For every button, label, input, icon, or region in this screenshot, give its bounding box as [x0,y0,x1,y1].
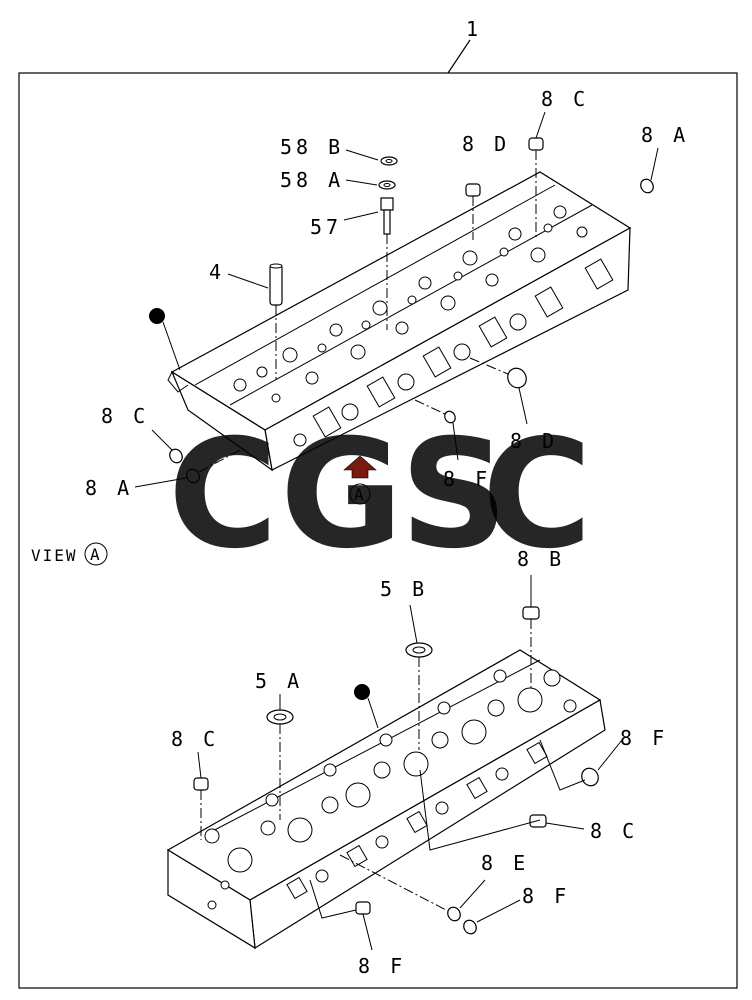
callout-8f-bottom: 8 F [358,954,406,978]
callout-8f-mid: 8 F [522,884,570,908]
part-8d-lower: 8 D [469,357,558,453]
part-8f-bottom: 8 F [309,879,406,978]
part-58b: 58 B [280,135,398,166]
view-arrow: A [343,455,377,505]
part-8f-right: 8 F [539,726,668,791]
callout-57: 57 [310,215,342,239]
part-5a-washer: 5 A [255,669,303,820]
part-8c-left: 8 C [101,404,183,464]
view-arrow-marker: A [354,485,366,504]
callout-8c-bottom-left: 8 C [171,727,219,751]
callout-58a: 58 A [280,168,344,192]
callout-8c-bottom-right: 8 C [590,819,638,843]
part-8a-left: 8 A [85,449,241,500]
cylinder-head-top [167,171,632,472]
part-57-injector-sleeve: 57 [310,197,394,330]
part-4-dowel: 4 [209,260,283,380]
assembly-number: 1 [466,17,482,41]
callout-8b: 8 B [517,547,565,571]
part-8a-upper: 8 A [640,123,689,194]
callout-8a-left: 8 A [85,476,133,500]
watermark-letter: S [400,408,508,582]
part-8b: 8 B [517,547,565,690]
callout-8f-right: 8 F [620,726,668,750]
watermark-letter: G [280,408,403,582]
callout-8a-upper: 8 A [641,123,689,147]
callout-4: 4 [209,260,225,284]
bottom-face-holes [204,669,577,910]
callout-8e: 8 E [481,851,529,875]
callout-8c-left: 8 C [101,404,149,428]
callout-5b: 5 B [380,577,428,601]
side-face-ports [286,741,548,900]
top-face-holes [233,205,588,403]
view-label-text: VIEW [31,546,78,565]
watermark-letter: C [482,408,592,582]
part-8f-mid: 8 F [463,884,570,935]
callout-8d-lower: 8 D [510,429,558,453]
view-a-label: VIEW A [31,542,108,566]
callout-8c-upper: 8 C [541,87,589,111]
cylinder-head-bottom [166,649,606,950]
part-8c-upper: 8 C [528,87,589,240]
callout-8f-top: 8 F [443,467,491,491]
callout-8d-upper: 8 D [462,132,510,156]
part-8d-upper: 8 D [462,132,510,240]
front-ports-top [293,258,614,447]
part-8f-top: 8 F [414,399,491,491]
part-8c-bottom-right: 8 C [419,769,638,851]
watermark-letter: C [168,408,278,582]
callout-5a: 5 A [255,669,303,693]
part-8c-bottom-left: 8 C [171,727,219,840]
part-58a: 58 A [280,168,396,192]
callout-58b: 58 B [280,135,344,159]
reference-dot-top [149,308,165,324]
diagram-frame [18,72,738,989]
reference-dot-bottom [354,684,370,700]
part-5b-washer: 5 B [380,577,433,750]
part-8e: 8 E [339,851,529,922]
view-label-marker: A [90,545,102,564]
